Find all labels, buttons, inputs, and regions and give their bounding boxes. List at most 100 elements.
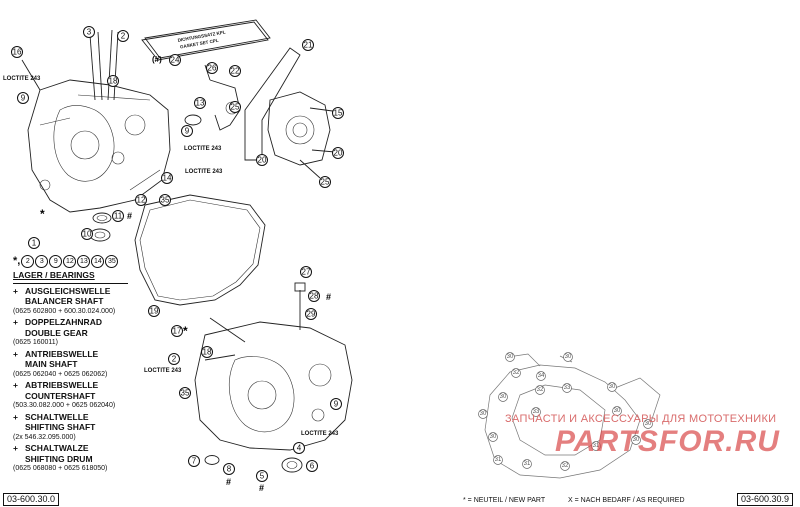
svg-text:32: 32 <box>562 463 569 469</box>
legend-circle-35: 35 <box>105 255 119 268</box>
svg-text:21: 21 <box>304 41 313 50</box>
svg-text:2: 2 <box>121 32 126 41</box>
legend-item-de-label: SCHALTWALZE <box>25 443 89 453</box>
footer-as-required: X = NACH BEDARF / AS REQUIRED <box>568 497 685 504</box>
svg-text:30: 30 <box>507 354 514 360</box>
callout-35-b: 35 <box>179 387 191 399</box>
loctite-label-4: LOCTITE 243 <box>144 368 182 374</box>
loctite-label-1: LOCTITE 243 <box>3 76 41 82</box>
legend-circle-2: 2 <box>21 255 35 268</box>
crankcase-right-half <box>194 290 353 451</box>
svg-text:30: 30 <box>614 408 621 414</box>
legend-item-partnum: (0625 062040 + 0625 062062) <box>13 370 108 378</box>
callout-4: 4 <box>293 442 305 454</box>
star-mark-2: * <box>183 324 188 338</box>
legend-item-de-label: SCHALTWELLE <box>25 411 89 422</box>
legend-title: LAGER / BEARINGS <box>13 270 95 280</box>
legend-item-de: +AUSGLEICHSWELLE <box>13 286 128 297</box>
svg-text:4: 4 <box>297 444 302 453</box>
svg-text:25: 25 <box>231 103 240 112</box>
legend-item-partnum: (2x 546.32.095.000) <box>13 433 76 441</box>
star-mark-1: * <box>40 207 45 221</box>
callout-11: 11 <box>112 210 124 222</box>
crankcase-left-half <box>21 29 171 213</box>
callout-10: 10 <box>81 228 93 240</box>
watermark-text: ЗАПЧАСТИ И АКСЕССУАРЫ ДЛЯ МОТОТЕХНИКИ <box>505 413 777 425</box>
svg-text:34: 34 <box>538 373 545 379</box>
callout-19: 19 <box>148 305 160 317</box>
shaft-seal <box>92 212 112 224</box>
legend-circle-13: 13 <box>77 255 91 268</box>
svg-text:30: 30 <box>480 411 487 417</box>
svg-text:13: 13 <box>196 99 205 108</box>
mini-callout: 30 <box>643 419 653 429</box>
svg-text:32: 32 <box>537 387 544 393</box>
ignition-cover <box>244 47 341 179</box>
svg-text:18: 18 <box>203 348 212 357</box>
callout-5: 5 <box>256 470 268 482</box>
legend-circle-12: 12 <box>63 255 77 268</box>
svg-text:31: 31 <box>524 461 531 467</box>
callout-3: 3 <box>83 26 95 38</box>
callout-9: 9 <box>17 92 29 104</box>
svg-text:18: 18 <box>109 77 118 86</box>
svg-text:5: 5 <box>260 472 265 481</box>
legend-item-en: BALANCER SHAFT <box>25 296 104 306</box>
callout-22: 22 <box>229 65 241 77</box>
callout-27: 27 <box>300 266 312 278</box>
callout-14: 14 <box>161 172 173 184</box>
svg-text:9: 9 <box>185 127 190 136</box>
bearing-10 <box>89 228 111 242</box>
svg-text:26: 26 <box>208 64 217 73</box>
legend-item-plus: + <box>13 380 18 390</box>
svg-text:31: 31 <box>495 457 502 463</box>
callout-28: 28 <box>308 290 320 302</box>
legend-item-en: SHIFTING SHAFT <box>25 422 96 432</box>
svg-text:22: 22 <box>231 67 240 76</box>
svg-text:29: 29 <box>307 310 316 319</box>
gasket-marker: (#) <box>152 55 162 64</box>
legend-item-de: +DOPPELZAHNRAD <box>13 317 128 328</box>
svg-text:28: 28 <box>310 292 319 301</box>
legend-circle-3: 3 <box>35 255 49 268</box>
mini-callout: 30 <box>612 406 622 416</box>
svg-text:20: 20 <box>258 156 267 165</box>
callout-20-a: 20 <box>332 147 344 159</box>
mini-callout: 33 <box>562 383 572 393</box>
legend-item-plus: + <box>13 285 18 296</box>
callout-26: 26 <box>206 62 218 74</box>
callout-7: 7 <box>188 455 200 467</box>
mini-callout: 32 <box>511 368 521 378</box>
crankcase-gasket <box>134 194 266 306</box>
svg-text:3: 3 <box>87 28 92 37</box>
svg-text:15: 15 <box>334 109 343 118</box>
callout-29: 29 <box>305 308 317 320</box>
callout-25-b: 25 <box>319 176 331 188</box>
callout-25: 25 <box>229 101 241 113</box>
callout-20-b: 20 <box>256 154 268 166</box>
legend-item-de: +SCHALTWALZE <box>13 443 128 454</box>
legend-item-de: +ABTRIEBSWELLE <box>13 380 128 391</box>
legend-item-partnum: (0625 068080 + 0625 618050) <box>13 465 108 472</box>
svg-text:33: 33 <box>533 409 540 415</box>
svg-text:20: 20 <box>334 149 343 158</box>
mini-callout: 30 <box>478 409 488 419</box>
drawing-code-left: 03-600.30.0 <box>3 493 60 506</box>
legend-item-partnum: (503.30.082.000 + 0625 062040) <box>13 402 116 409</box>
svg-text:12: 12 <box>137 196 146 205</box>
svg-text:16: 16 <box>13 48 22 57</box>
svg-text:30: 30 <box>633 437 640 443</box>
callout-12: 12 <box>135 194 147 206</box>
hash-mark-4: # <box>259 483 264 493</box>
callout-6: 6 <box>306 460 318 472</box>
svg-text:10: 10 <box>83 230 92 239</box>
callout-21: 21 <box>302 39 314 51</box>
legend-circle-9: 9 <box>49 255 63 268</box>
svg-text:30: 30 <box>500 394 507 400</box>
hash-mark-3: # <box>226 477 231 487</box>
legend-item-en: MAIN SHAFT <box>25 359 78 369</box>
mini-callout: 34 <box>536 371 546 381</box>
callout-9-c: 9 <box>330 398 342 410</box>
